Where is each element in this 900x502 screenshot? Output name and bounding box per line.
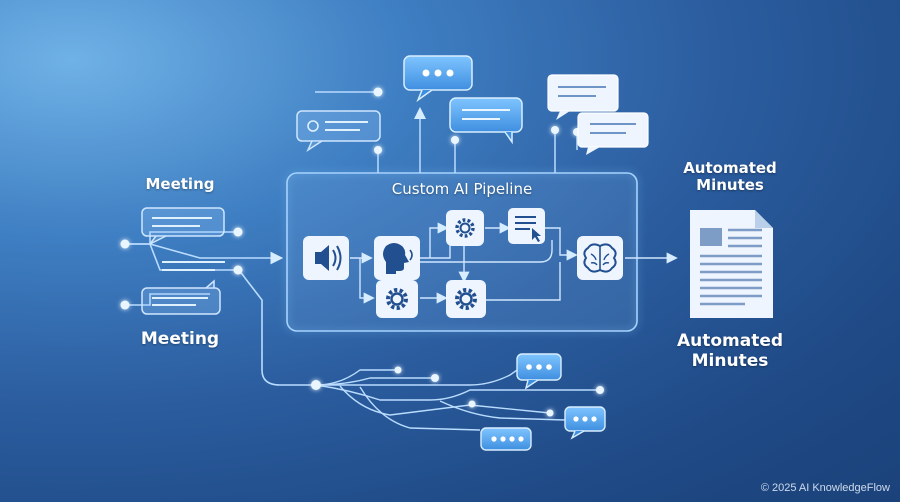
document-cursor-icon: [508, 208, 545, 244]
chat-bubble-blue-icon: [449, 97, 523, 145]
pipeline-title: Custom AI Pipeline: [391, 180, 533, 198]
meeting-chat-bubble-bottom: [141, 279, 221, 315]
meeting-label-top: Meeting: [145, 175, 215, 193]
automated-minutes-top-line2: Minutes: [696, 176, 764, 195]
typing-bubble-icon-4: [480, 427, 532, 451]
typing-bubble-icon: [403, 55, 473, 103]
brain-icon: [577, 236, 623, 280]
chat-bubble-white-icon-2: [577, 112, 649, 155]
meeting-label-bottom: Meeting: [140, 329, 220, 349]
copyright-text: © 2025 AI KnowledgeFlow: [760, 482, 890, 494]
meeting-chat-bubble-top: [141, 207, 225, 245]
automated-minutes-label-bottom: Automated Minutes: [665, 331, 795, 371]
typing-bubble-icon-3: [564, 406, 606, 440]
automated-minutes-label-top: Automated Minutes: [665, 159, 795, 195]
settings-cog-icon: [446, 210, 484, 246]
automated-minutes-top-line1: Automated: [683, 159, 777, 177]
automated-minutes-bottom-line1: Automated: [676, 331, 784, 351]
document-icon: [690, 210, 773, 318]
speaking-head-icon: [374, 236, 420, 280]
chat-bubble-icon: [296, 110, 381, 152]
glow-dots: [120, 87, 604, 417]
automated-minutes-bottom-line2: Minutes: [691, 350, 769, 371]
speaker-icon: [303, 236, 349, 280]
typing-bubble-icon-2: [516, 353, 562, 390]
meeting-chat-bubble-middle: [162, 261, 225, 271]
pipeline-box: [285, 171, 639, 333]
gear-icon: [376, 280, 418, 318]
chat-bubble-white-icon: [547, 74, 619, 120]
gear-icon-2: [446, 280, 486, 318]
output-network: [315, 367, 600, 431]
